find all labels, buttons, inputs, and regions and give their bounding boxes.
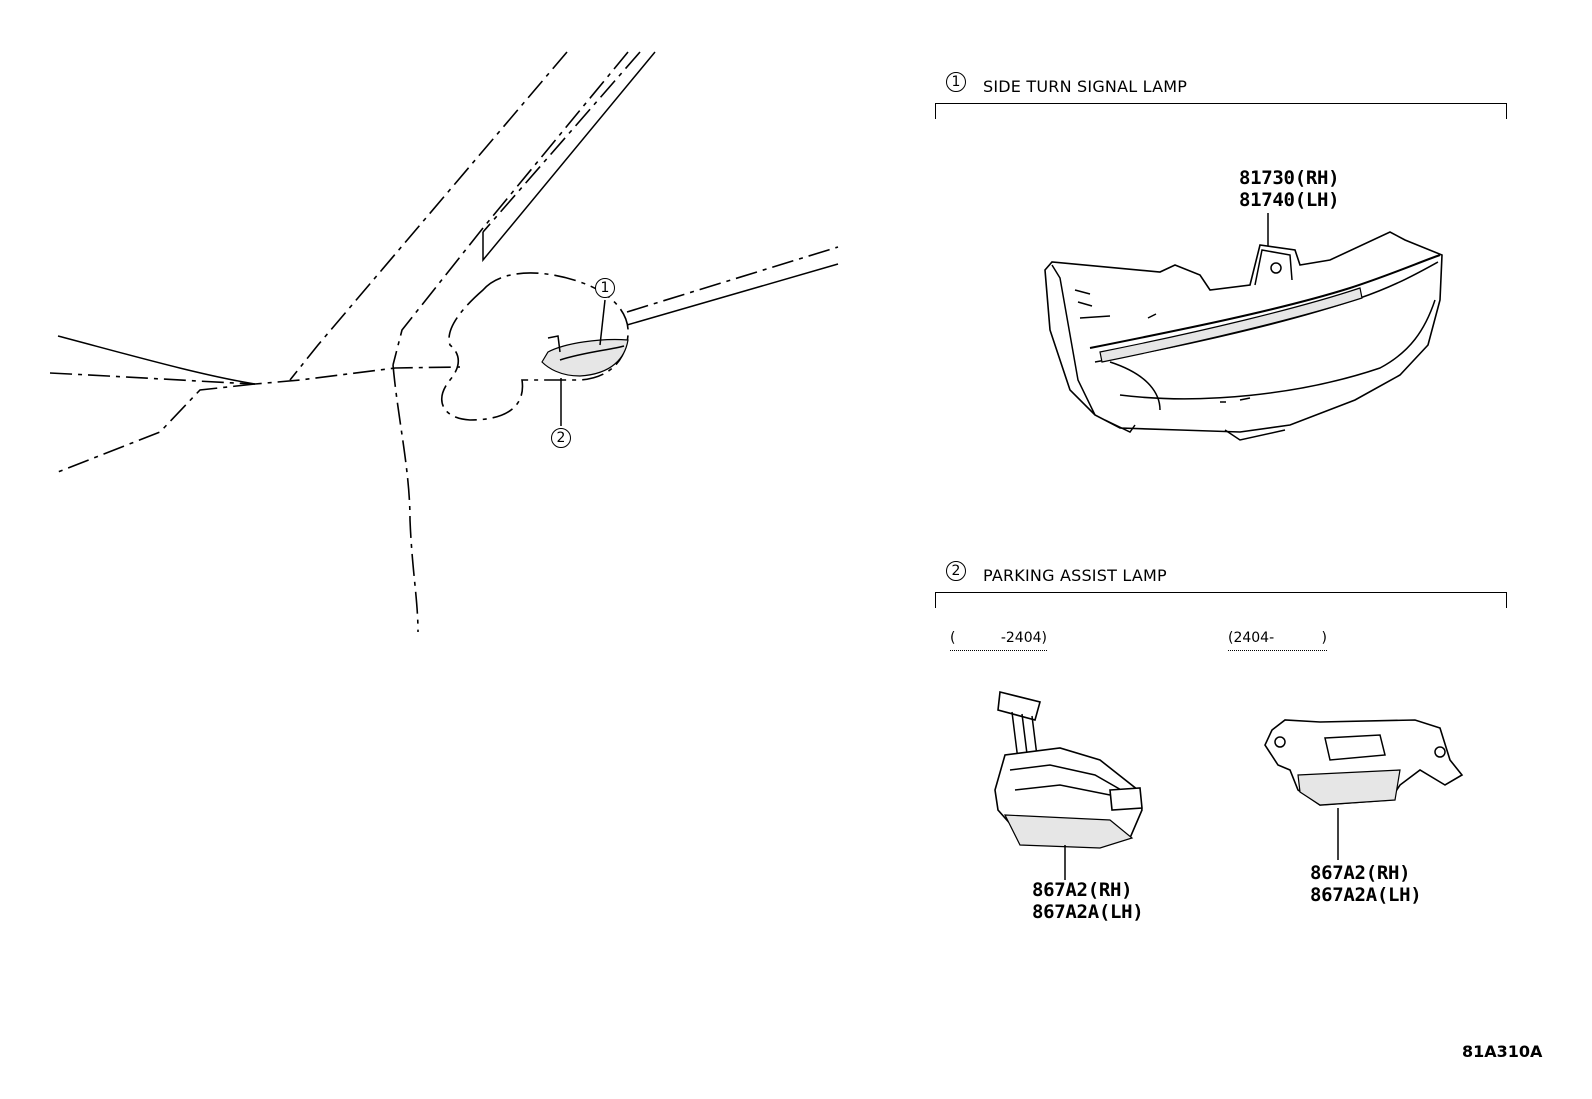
section-2-number: 2	[951, 563, 961, 579]
mirror-housing-outline	[441, 272, 629, 421]
a-pillar-line-inner	[482, 51, 641, 233]
overview-callout-2-text: 2	[556, 430, 566, 446]
lens-left-edge	[1109, 361, 1161, 411]
variant-a-range-label: ( -2404)	[950, 630, 1047, 651]
lamp-mounting-hole	[1270, 262, 1282, 274]
a-pillar-solid-line	[482, 51, 656, 263]
section-2-bracket	[935, 592, 1507, 608]
overview-callout-1-text: 1	[600, 280, 610, 296]
windshield-edge-line	[289, 51, 568, 381]
door-front-line	[392, 364, 419, 633]
variant-a-range-text: -2404)	[1000, 630, 1047, 646]
parking-assist-lamp-variant-b	[1264, 719, 1464, 860]
variant-b-range-label: (2404- )	[1228, 630, 1327, 651]
figure-code: 81A310A	[1462, 1042, 1543, 1061]
variant-a-lamp-lens	[1004, 814, 1134, 849]
overview-callout-2: 2	[551, 428, 571, 448]
part-number-867a2-rh-variant-b: 867A2(RH)	[1310, 862, 1411, 884]
section-1-number: 1	[951, 74, 961, 90]
mirror-lamp-detail	[559, 345, 625, 361]
part-number-867a2a-lh-variant-a: 867A2A(LH)	[1032, 901, 1144, 923]
lens-top-edge	[1089, 254, 1441, 349]
variant-a-connector-plug	[997, 691, 1041, 721]
section-1-title: SIDE TURN SIGNAL LAMP	[983, 77, 1188, 96]
part-number-81740-lh: 81740(LH)	[1239, 189, 1340, 211]
lamp-mounting-tab	[1254, 249, 1293, 286]
lamp-bottom-clips	[1104, 419, 1286, 441]
variant-a-housing-details	[1009, 764, 1131, 796]
lens-lower-curve	[1119, 299, 1436, 400]
mirror-lamp-assembly	[541, 339, 629, 377]
overview-callout-1: 1	[595, 278, 615, 298]
variant-b-mount-hole-right	[1434, 746, 1446, 758]
variant-b-range-close: )	[1321, 630, 1327, 646]
belt-line-upper	[626, 246, 839, 313]
fender-line	[57, 383, 256, 473]
part-number-867a2a-lh-variant-b: 867A2A(LH)	[1310, 884, 1422, 906]
variant-b-connector	[1324, 734, 1386, 761]
hood-line-upper	[57, 335, 256, 385]
leader-line-1	[599, 299, 606, 346]
variant-a-range-open: (	[950, 630, 956, 646]
a-pillar-line-outer	[392, 51, 629, 366]
mirror-lamp-connector	[547, 335, 561, 353]
parking-assist-lamp-variant-a	[994, 691, 1143, 880]
variant-a-side-tab	[1109, 787, 1143, 811]
variant-b-mount-hole-left	[1274, 736, 1286, 748]
section-1-bracket	[935, 103, 1507, 119]
variant-b-range-text: (2404-	[1228, 630, 1275, 646]
lamp-markings	[1074, 289, 1251, 403]
part-number-81730-rh: 81730(RH)	[1239, 167, 1340, 189]
section-1-number-circle: 1	[946, 72, 966, 92]
section-2-title: PARKING ASSIST LAMP	[983, 566, 1167, 585]
lens-light-strip	[1099, 287, 1363, 363]
belt-line-lower	[626, 263, 839, 326]
variant-b-lamp-lens	[1297, 769, 1401, 806]
section-2-number-circle: 2	[946, 561, 966, 581]
part-number-867a2-rh-variant-a: 867A2(RH)	[1032, 879, 1133, 901]
lamp-left-flange	[1051, 264, 1096, 416]
